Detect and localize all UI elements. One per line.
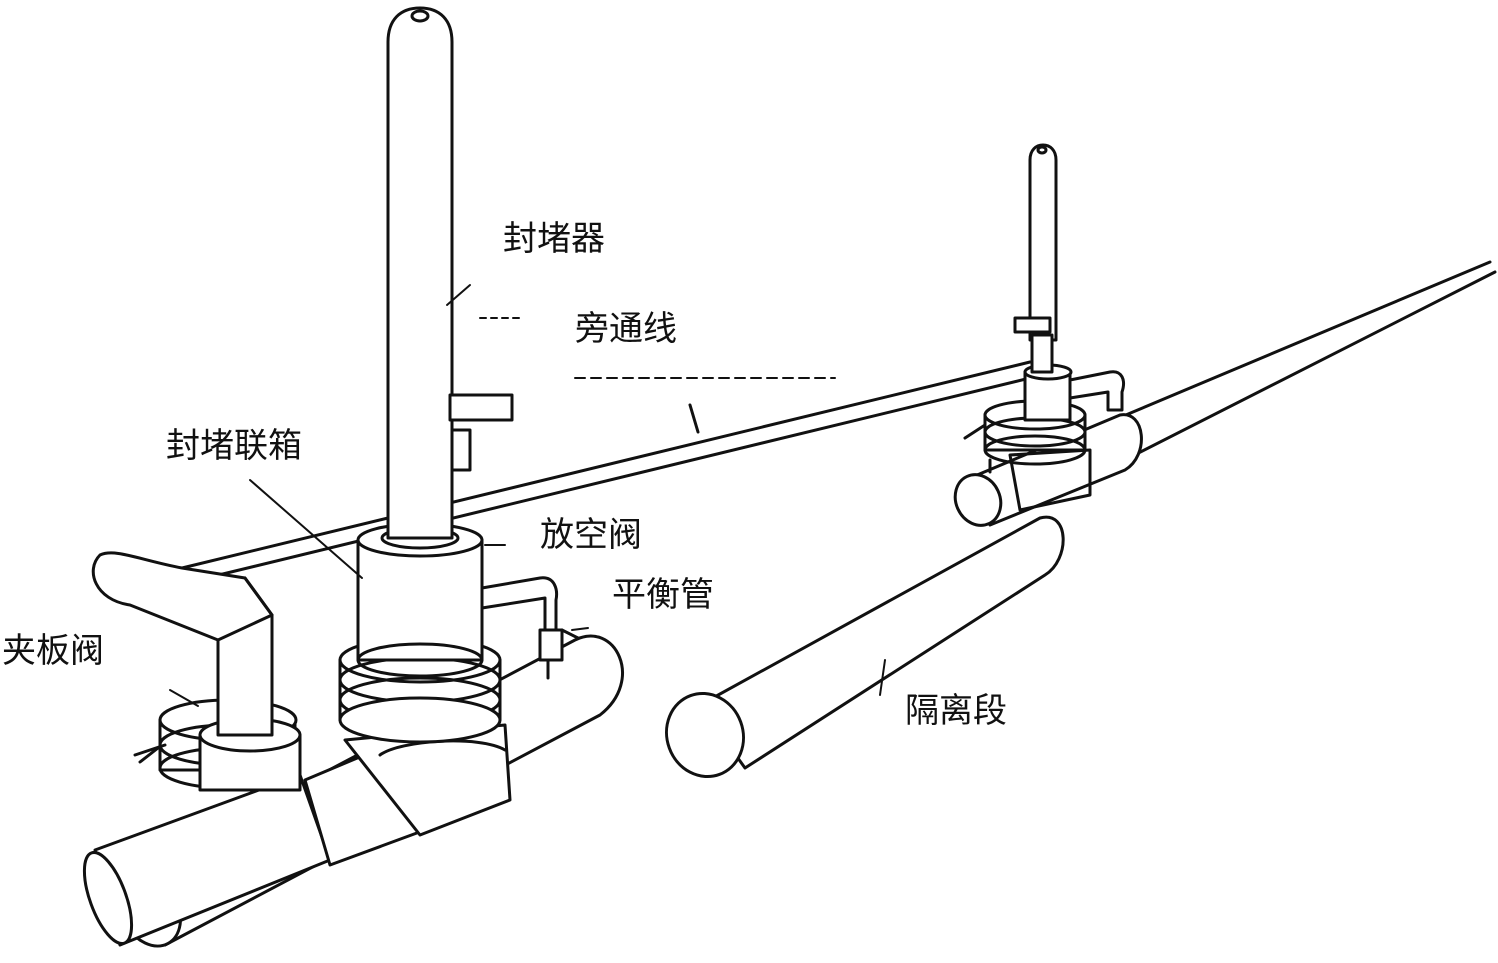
far-pipeline [1088,260,1497,472]
leader-isolation [879,659,886,696]
plug-housing [338,522,502,744]
label-balance-pipe: 平衡管 [612,575,714,615]
left-main-pipe [82,634,624,948]
isolation-section [665,515,1065,779]
gate-valve [91,551,302,792]
label-plug-housing: 封堵联箱 [166,426,302,466]
leader-balance [571,627,589,631]
leader-lines [169,284,886,707]
label-vent-valve: 放空阀 [540,515,642,555]
label-plugger: 封堵器 [503,219,605,259]
label-gate-valve: 夹板阀 [2,631,104,671]
far-plug-unit [953,143,1143,527]
label-isolation-section: 隔离段 [905,691,1007,731]
leader-housing [249,479,363,579]
bypass-line [180,360,1032,582]
leader-plugger [446,284,471,306]
leader-gate [169,689,199,707]
plugger-rod [386,6,514,540]
balance-pipe [480,576,580,680]
label-bypass-line: 旁通线 [575,309,677,349]
